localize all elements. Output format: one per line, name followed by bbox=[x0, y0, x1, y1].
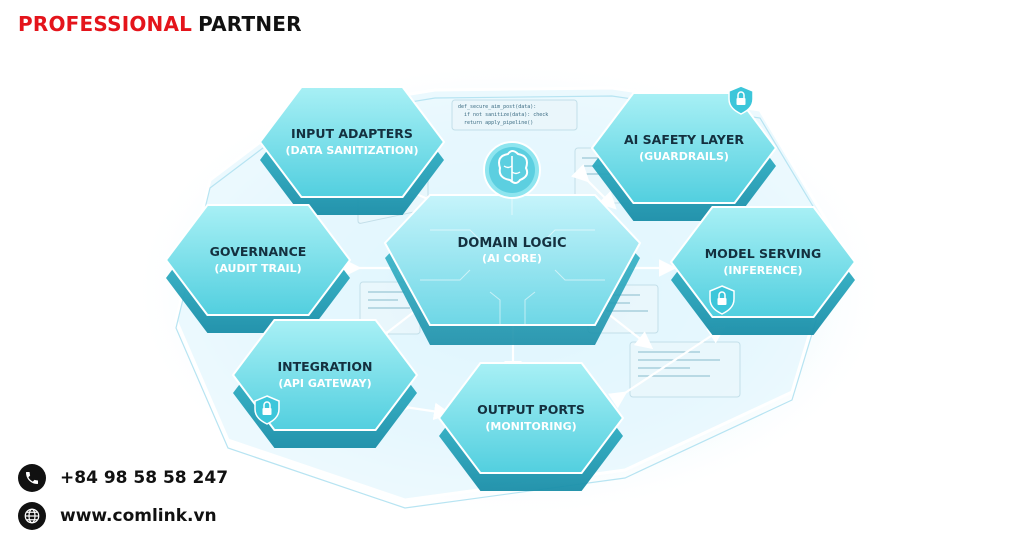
node-subtitle: (AUDIT TRAIL) bbox=[214, 262, 301, 275]
shield-lock-icon bbox=[709, 285, 735, 315]
node-subtitle: (INFERENCE) bbox=[723, 264, 802, 277]
node-title: INTEGRATION bbox=[277, 359, 372, 374]
node-top bbox=[164, 204, 352, 316]
node-title: AI SAFETY LAYER bbox=[624, 132, 744, 147]
contact-phone: +84 98 58 58 247 bbox=[18, 464, 228, 492]
node-output-ports: OUTPUT PORTS (MONITORING) bbox=[437, 362, 625, 491]
core-title: DOMAIN LOGIC bbox=[457, 236, 566, 251]
node-title: OUTPUT PORTS bbox=[477, 402, 585, 417]
brand-word-partner: PARTNER bbox=[198, 12, 302, 36]
node-subtitle: (GUARDRAILS) bbox=[639, 150, 729, 163]
svg-text:def_secure_aim_post(data):: def_secure_aim_post(data): bbox=[458, 104, 536, 110]
brain-icon bbox=[483, 141, 541, 199]
core-hexagon: DOMAIN LOGIC (AI CORE) bbox=[383, 141, 642, 345]
contact-website: www.comlink.vn bbox=[18, 502, 217, 530]
core-subtitle: (AI CORE) bbox=[482, 252, 542, 265]
node-input-adapters: INPUT ADAPTERS (DATA SANITIZATION) bbox=[258, 86, 446, 215]
globe-icon bbox=[18, 502, 46, 530]
shield-lock-icon bbox=[254, 395, 280, 425]
shield-lock-icon bbox=[728, 85, 754, 115]
node-group: INPUT ADAPTERS (DATA SANITIZATION) AI SAFE… bbox=[164, 85, 857, 491]
node-subtitle: (API GATEWAY) bbox=[278, 377, 371, 390]
node-top bbox=[437, 362, 625, 474]
brand-word-professional: PROFESSIONAL bbox=[18, 12, 193, 36]
node-top bbox=[258, 86, 446, 198]
node-subtitle: (MONITORING) bbox=[485, 420, 576, 433]
node-model-serving: MODEL SERVING (INFERENCE) bbox=[669, 206, 857, 335]
node-title: INPUT ADAPTERS bbox=[291, 126, 413, 141]
node-title: MODEL SERVING bbox=[705, 246, 822, 261]
node-title: GOVERNANCE bbox=[210, 244, 307, 259]
svg-text:return apply_pipeline(): return apply_pipeline() bbox=[464, 120, 533, 126]
node-subtitle: (DATA SANITIZATION) bbox=[286, 144, 419, 157]
phone-number: +84 98 58 58 247 bbox=[60, 468, 229, 488]
svg-text:if not sanitize(data): check: if not sanitize(data): check bbox=[464, 112, 548, 118]
website-link[interactable]: www.comlink.vn bbox=[60, 506, 217, 526]
node-governance: GOVERNANCE (AUDIT TRAIL) bbox=[164, 204, 352, 333]
phone-icon bbox=[18, 464, 46, 492]
node-ai-safety-layer: AI SAFETY LAYER (GUARDRAILS) bbox=[590, 85, 778, 221]
node-integration: INTEGRATION (API GATEWAY) bbox=[231, 319, 419, 448]
